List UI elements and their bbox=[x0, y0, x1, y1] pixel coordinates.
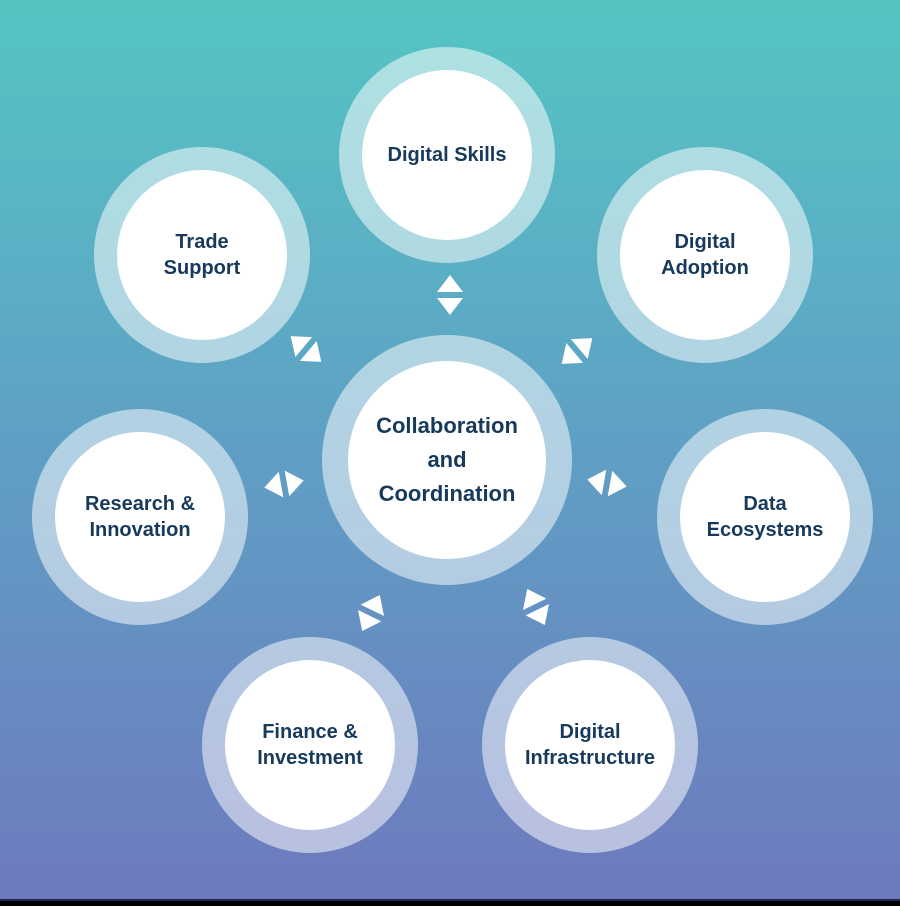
bidirectional-arrow-icon-digital-skills bbox=[437, 275, 463, 315]
bidirectional-arrow-icon-digital-infrastructure bbox=[515, 583, 557, 631]
node-finance-investment-line1: Finance & bbox=[262, 720, 358, 743]
center-label-line2: and bbox=[427, 446, 467, 472]
node-research-innovation-label: Research & Innovation bbox=[85, 491, 195, 544]
arrow-triangle-out-icon bbox=[262, 471, 284, 501]
node-digital-skills: Digital Skills bbox=[339, 47, 555, 263]
node-trade-support-line1: Trade bbox=[175, 230, 229, 253]
node-digital-adoption-line1: Digital bbox=[674, 230, 736, 253]
node-digital-adoption-line2: Adoption bbox=[661, 257, 749, 279]
arrow-triangle-in-icon bbox=[284, 467, 306, 497]
center-label-line3: Coordination bbox=[378, 481, 516, 507]
node-digital-adoption: Digital Adoption bbox=[597, 147, 813, 363]
bidirectional-arrow-icon-finance-investment bbox=[350, 589, 392, 637]
node-data-ecosystems-line1: Data bbox=[743, 492, 787, 515]
bottom-border-strip bbox=[0, 899, 900, 906]
node-finance-investment-line2: Investment bbox=[257, 747, 363, 769]
node-research-innovation-line1: Research & bbox=[84, 492, 196, 515]
arrow-triangle-out-icon bbox=[350, 609, 382, 637]
node-trade-support: Trade Support bbox=[94, 147, 310, 363]
bidirectional-arrow-icon-trade-support bbox=[282, 326, 330, 372]
node-digital-adoption-circle: Digital Adoption bbox=[620, 170, 790, 340]
arrow-triangle-out-icon bbox=[437, 275, 463, 292]
arrow-triangle-out-icon bbox=[607, 470, 629, 500]
node-research-innovation-circle: Research & Innovation bbox=[55, 432, 225, 602]
node-collaboration-coordination-circle: Collaboration and Coordination bbox=[348, 361, 546, 559]
bidirectional-arrow-icon-digital-adoption bbox=[553, 328, 601, 374]
node-digital-infrastructure-line1: Digital bbox=[559, 720, 621, 743]
arrow-triangle-in-icon bbox=[515, 583, 547, 611]
arrow-triangle-out-icon bbox=[525, 603, 557, 631]
arrow-triangle-in-icon bbox=[360, 589, 392, 617]
node-digital-skills-line1: Digital Skills bbox=[387, 143, 507, 166]
node-research-innovation: Research & Innovation bbox=[32, 409, 248, 625]
node-trade-support-label: Trade Support bbox=[164, 229, 241, 282]
bidirectional-arrow-icon-research-innovation bbox=[262, 467, 306, 501]
node-digital-infrastructure-label: Digital Infrastructure bbox=[525, 719, 655, 772]
node-digital-infrastructure: Digital Infrastructure bbox=[482, 637, 698, 853]
node-data-ecosystems: Data Ecosystems bbox=[657, 409, 873, 625]
arrow-triangle-in-icon bbox=[585, 466, 607, 496]
center-label-line1: Collaboration bbox=[376, 412, 518, 438]
node-digital-adoption-label: Digital Adoption bbox=[661, 229, 749, 282]
node-trade-support-circle: Trade Support bbox=[117, 170, 287, 340]
node-data-ecosystems-label: Data Ecosystems bbox=[707, 491, 824, 544]
node-finance-investment: Finance & Investment bbox=[202, 637, 418, 853]
node-collaboration-coordination-label: Collaboration and Coordination bbox=[376, 409, 518, 511]
node-trade-support-line2: Support bbox=[163, 257, 241, 279]
node-collaboration-coordination: Collaboration and Coordination bbox=[322, 335, 572, 585]
node-finance-investment-label: Finance & Investment bbox=[257, 719, 363, 772]
node-digital-infrastructure-circle: Digital Infrastructure bbox=[505, 660, 675, 830]
arrow-triangle-in-icon bbox=[437, 298, 463, 315]
node-research-innovation-line2: Innovation bbox=[89, 519, 191, 541]
node-finance-investment-circle: Finance & Investment bbox=[225, 660, 395, 830]
node-digital-skills-circle: Digital Skills bbox=[362, 70, 532, 240]
node-data-ecosystems-circle: Data Ecosystems bbox=[680, 432, 850, 602]
node-digital-infrastructure-line2: Infrastructure bbox=[524, 747, 656, 769]
node-data-ecosystems-line2: Ecosystems bbox=[706, 519, 824, 541]
node-digital-skills-label: Digital Skills bbox=[388, 142, 507, 168]
bidirectional-arrow-icon-data-ecosystems bbox=[585, 466, 629, 500]
